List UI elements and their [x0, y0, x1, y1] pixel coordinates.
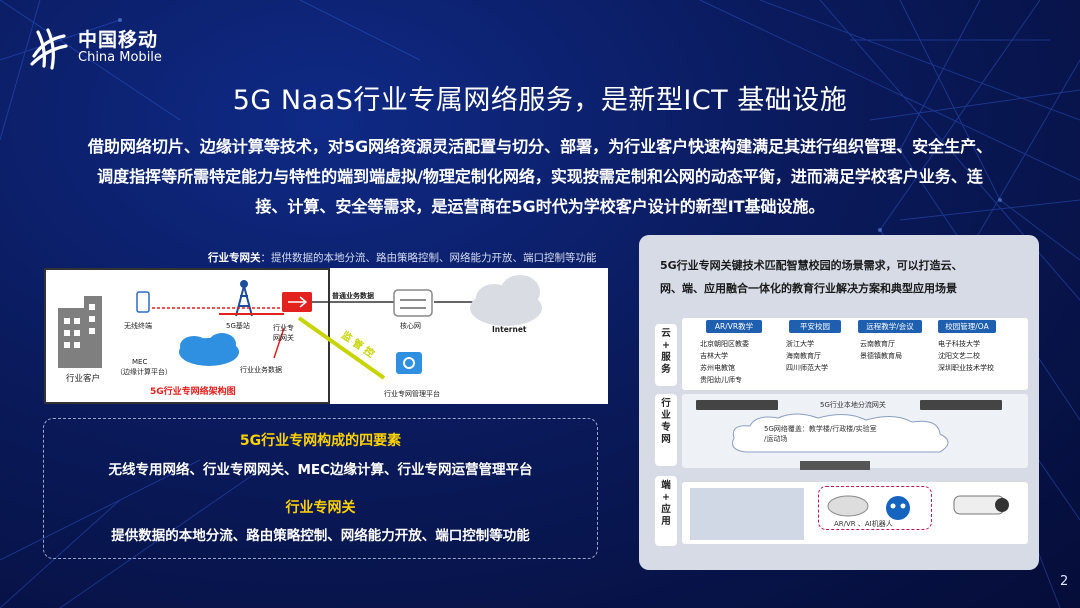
label-gateway-line2: 网网关 — [273, 333, 294, 342]
smart-campus-text-line-1: 5G行业专网关键技术匹配智慧校园的场景需求，可以打造云、 — [660, 259, 963, 272]
list-mgmt: 电子科技大学沈阳文艺二校深圳职业技术学校 — [938, 338, 994, 374]
label-mec-line1: MEC — [132, 358, 147, 366]
label-industry-data: 行业业务数据 — [240, 365, 282, 374]
description-line-3: 接、计算、安全等需求，是运营商在5G时代为学校客户设计的新型IT基础设施。 — [255, 197, 825, 216]
diagram-caption-bold: 行业专网关 — [208, 252, 261, 264]
tag-arvr: AR/VR教学 — [706, 320, 762, 333]
gateway-device-1 — [696, 400, 778, 410]
classroom-image — [690, 488, 804, 540]
management-platform-icon — [396, 352, 422, 374]
tag-campus-mgmt: 校园管理/OA — [938, 320, 996, 333]
label-core-network: 核心网 — [400, 321, 421, 330]
camera-icon — [953, 495, 1009, 515]
architecture-box-right — [330, 268, 608, 404]
list-safe-campus: 浙江大学海南教育厅四川师范大学 — [786, 338, 828, 374]
architecture-box-left — [44, 268, 330, 404]
list-arvr: 北京朝阳区教委吉林大学苏州电教馆贵阳幼儿师专 — [700, 338, 749, 386]
label-base-station: 5G基站 — [226, 321, 250, 330]
list-remote-item: 云南教育厅 — [860, 340, 895, 348]
logo-en: China Mobile — [78, 50, 162, 66]
china-mobile-logo: 中国移动 China Mobile — [24, 26, 162, 70]
vr-robot-icon — [827, 495, 910, 520]
smart-campus-text-line-2: 网、端、应用融合一体化的教育行业解决方案和典型应用场景 — [660, 282, 957, 295]
label-monitor: 监 管 控 — [339, 328, 377, 360]
description-line-1: 借助网络切片、边缘计算等技术，对5G网络资源灵活配置与切分、部署，为行业客户快速… — [87, 137, 993, 156]
list-arvr-item: 苏州电教馆 — [700, 364, 735, 372]
list-safe-item: 海南教育厅 — [786, 352, 821, 360]
label-public-data: 普通业务数据 — [332, 291, 374, 300]
four-elements-items: 无线专用网络、行业专网网关、MEC边缘计算、行业专网运营管理平台 — [108, 462, 533, 478]
diagram-caption-rest: ：提供数据的本地分流、路由策略控制、网络能力开放、端口控制等功能 — [260, 252, 597, 264]
list-safe-item: 浙江大学 — [786, 340, 814, 348]
label-mec-line2: （边缘计算平台） — [116, 367, 172, 376]
side-label-end: 端+应用 — [655, 476, 677, 546]
diagram-caption: 行业专网关：提供数据的本地分流、路由策略控制、网络能力开放、端口控制等功能 — [208, 250, 597, 265]
list-arvr-item: 吉林大学 — [700, 352, 728, 360]
page-number: 2 — [1060, 574, 1069, 589]
gateway-device-2 — [920, 400, 1002, 410]
architecture-title: 5G行业专网络架构图 — [150, 385, 236, 397]
logo-cn: 中国移动 — [78, 29, 159, 52]
gateway-description: 提供数据的本地分流、路由策略控制、网络能力开放、端口控制等功能 — [111, 528, 530, 544]
list-mgmt-item: 深圳职业技术学校 — [938, 364, 994, 372]
list-mgmt-item: 沈阳文艺二校 — [938, 352, 980, 360]
phone-icon — [136, 291, 150, 313]
label-internet: Internet — [492, 325, 527, 334]
mec-cloud-icon — [179, 333, 239, 366]
internet-cloud-icon — [470, 275, 542, 326]
side-label-network: 行业专网 — [655, 394, 677, 466]
four-elements-box — [43, 418, 598, 559]
arvr-label: AR/VR 、AI机器人 — [834, 520, 893, 528]
smart-campus-text: 5G行业专网关键技术匹配智慧校园的场景需求，可以打造云、 网、端、应用融合一体化… — [660, 254, 1030, 300]
tag-safe-campus: 平安校园 — [789, 320, 841, 333]
label-gateway-line1: 行业专 — [273, 323, 294, 332]
gateway-title: 行业专网关 — [285, 500, 356, 516]
architecture-diagram: 无线终端 5G基站 行业专 网网关 MEC （边缘计算平台） 行业客户 行业业务… — [58, 275, 542, 398]
side-label-cloud: 云+服务 — [655, 324, 677, 386]
base-station-icon — [235, 280, 253, 317]
label-wireless-terminal: 无线终端 — [124, 321, 152, 330]
list-remote: 云南教育厅景德镇教育局 — [860, 338, 902, 362]
four-elements-title: 5G行业专网构成的四要素 — [239, 433, 402, 449]
slide-title: 5G NaaS行业专属网络服务，是新型ICT 基础设施 — [232, 85, 848, 116]
list-arvr-item: 北京朝阳区教委 — [700, 340, 749, 348]
list-arvr-item: 贵阳幼儿师专 — [700, 376, 742, 384]
switch-device — [800, 461, 870, 470]
network-cloud — [732, 413, 949, 453]
gateway-label: 5G行业本地分流网关 — [820, 401, 886, 409]
list-safe-item: 四川师范大学 — [786, 364, 828, 372]
list-mgmt-item: 电子科技大学 — [938, 340, 980, 348]
tag-remote-teaching: 远程教学/会议 — [858, 320, 922, 333]
china-mobile-logo-icon — [30, 28, 68, 70]
label-industry-customer: 行业客户 — [66, 373, 100, 384]
arvr-group — [818, 486, 932, 530]
label-management-platform: 行业专网管理平台 — [384, 389, 440, 398]
list-remote-item: 景德镇教育局 — [860, 352, 902, 360]
description: 借助网络切片、边缘计算等技术，对5G网络资源灵活配置与切分、部署，为行业客户快速… — [30, 132, 1050, 222]
network-cloud-text: 5G网络覆盖：教学楼/行政楼/实验室/运动场 — [764, 425, 877, 443]
description-line-2: 调度指挥等所需特定能力与特性的端到端虚拟/物理定制化网络，实现按需定制和公网的动… — [97, 167, 983, 186]
core-network-icon — [393, 289, 433, 317]
